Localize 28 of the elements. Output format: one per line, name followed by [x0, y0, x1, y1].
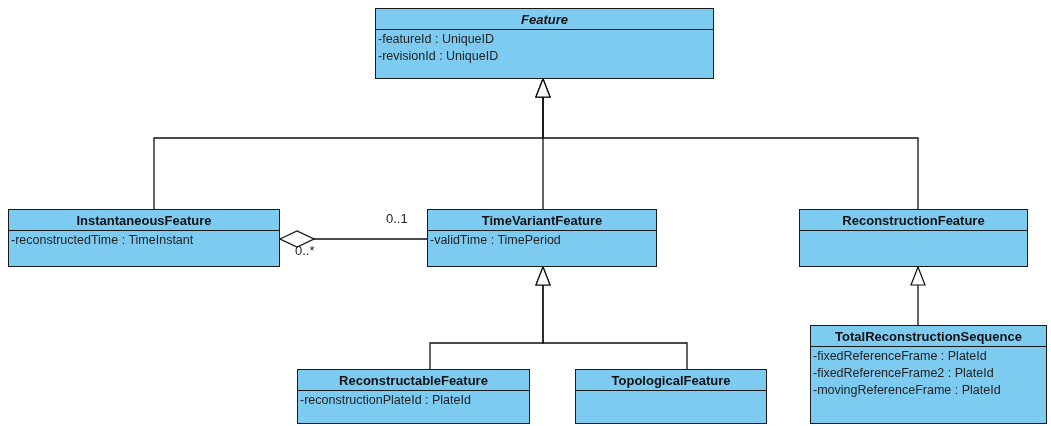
class-box: [427, 209, 657, 267]
class-name: Feature: [521, 11, 568, 27]
class-box: [575, 369, 767, 424]
class-name: ReconstructableFeature: [339, 372, 488, 388]
attribute-text: -fixedReferenceFrame2 : PlateId: [813, 365, 995, 382]
class-name: InstantaneousFeature: [76, 212, 212, 228]
class-box: [799, 209, 1028, 267]
attribute-text: -reconstructedTime : TimeInstant: [11, 232, 195, 249]
aggregation-line: [279, 230, 428, 248]
generalization-arrow: [535, 266, 688, 370]
class-name: TotalReconstructionSequence: [835, 328, 1022, 344]
attribute-text: -revisionId : UniqueID: [378, 48, 500, 65]
multiplicity-label: 0..*: [295, 243, 315, 258]
class-box: [810, 325, 1047, 424]
class-name: TopologicalFeature: [611, 372, 731, 388]
generalization-arrow: [910, 266, 926, 326]
generalization-arrow: [535, 78, 919, 210]
attribute-text: -validTime : TimePeriod: [430, 232, 562, 249]
class-box: [8, 209, 280, 267]
class-box: [375, 8, 714, 79]
attribute-text: -fixedReferenceFrame : PlateId: [813, 348, 988, 365]
attribute-text: -reconstructionPlateId : PlateId: [300, 392, 472, 409]
class-box: [297, 369, 530, 424]
class-name: TimeVariantFeature: [481, 212, 603, 228]
attribute-text: -featureId : UniqueID: [378, 31, 496, 48]
class-name: ReconstructionFeature: [842, 212, 985, 228]
multiplicity-label: 0..1: [386, 211, 408, 226]
attribute-text: -movingReferenceFrame : PlateId: [813, 382, 1002, 399]
